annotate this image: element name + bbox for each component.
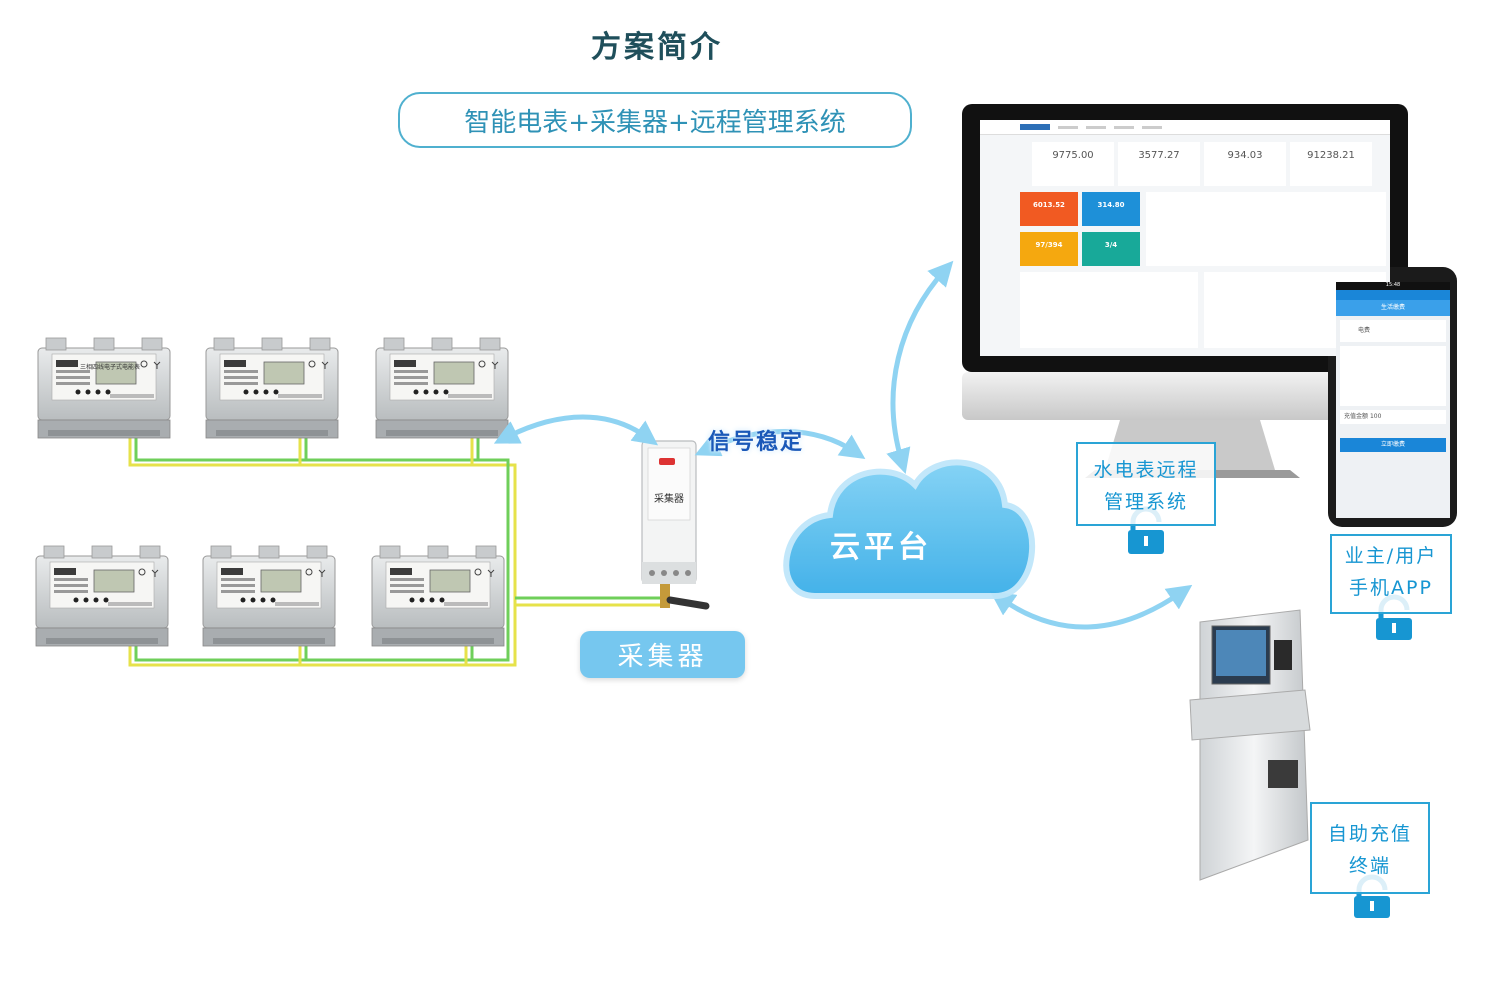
data-table [1146,192,1386,266]
dashboard-topbar [980,120,1390,135]
status-bar: 15:48 [1336,282,1450,290]
recharge-row: 充值金额 100 [1340,410,1446,424]
smart-meter [202,545,336,647]
account-info [1340,346,1446,406]
smart-meter [205,337,339,439]
mobile-app-label: 业主/用户 手机APP [1330,534,1452,614]
collector-device-label: 采集器 [654,494,684,505]
stat-card: 91238.21 [1290,142,1372,186]
summary-tile: 97/394 [1020,232,1078,266]
smart-meter [371,545,505,647]
fee-item: 电费 [1340,320,1446,342]
kiosk-label: 自助充值 终端 [1310,802,1430,894]
summary-tile: 3/4 [1082,232,1140,266]
cloud-platform [783,459,1036,599]
summary-tile: 314.80 [1082,192,1140,226]
stat-card: 9775.00 [1032,142,1114,186]
app-nav [1336,290,1450,300]
collector-tag: 采集器 [580,631,745,678]
kiosk-device [1189,609,1311,881]
stat-card: 3577.27 [1118,142,1200,186]
solution-subtitle: 智能电表+采集器+远程管理系统 [398,92,912,148]
pay-button[interactable]: 立即缴费 [1340,438,1446,452]
app-header: 生活缴费 [1336,300,1450,316]
smart-meter [35,545,169,647]
page-title: 方案简介 [591,30,723,65]
smart-meter [37,337,171,439]
stat-card: 934.03 [1204,142,1286,186]
summary-tile: 6013.52 [1020,192,1078,226]
chart-panel [1020,272,1198,348]
collector-device [641,440,710,610]
meter-title: 三相四线电子式电能表 [80,364,141,371]
management-dashboard: 9775.00 3577.27 934.03 91238.21 6013.52 … [980,120,1390,356]
mobile-app-screen: 15:48 生活缴费 电费 充值金额 100 立即缴费 [1336,282,1450,518]
management-system-label: 水电表远程 管理系统 [1076,442,1216,526]
cloud-label: 云平台 [830,530,932,565]
signal-label: 信号稳定 [708,430,805,455]
smart-meter [375,337,509,439]
